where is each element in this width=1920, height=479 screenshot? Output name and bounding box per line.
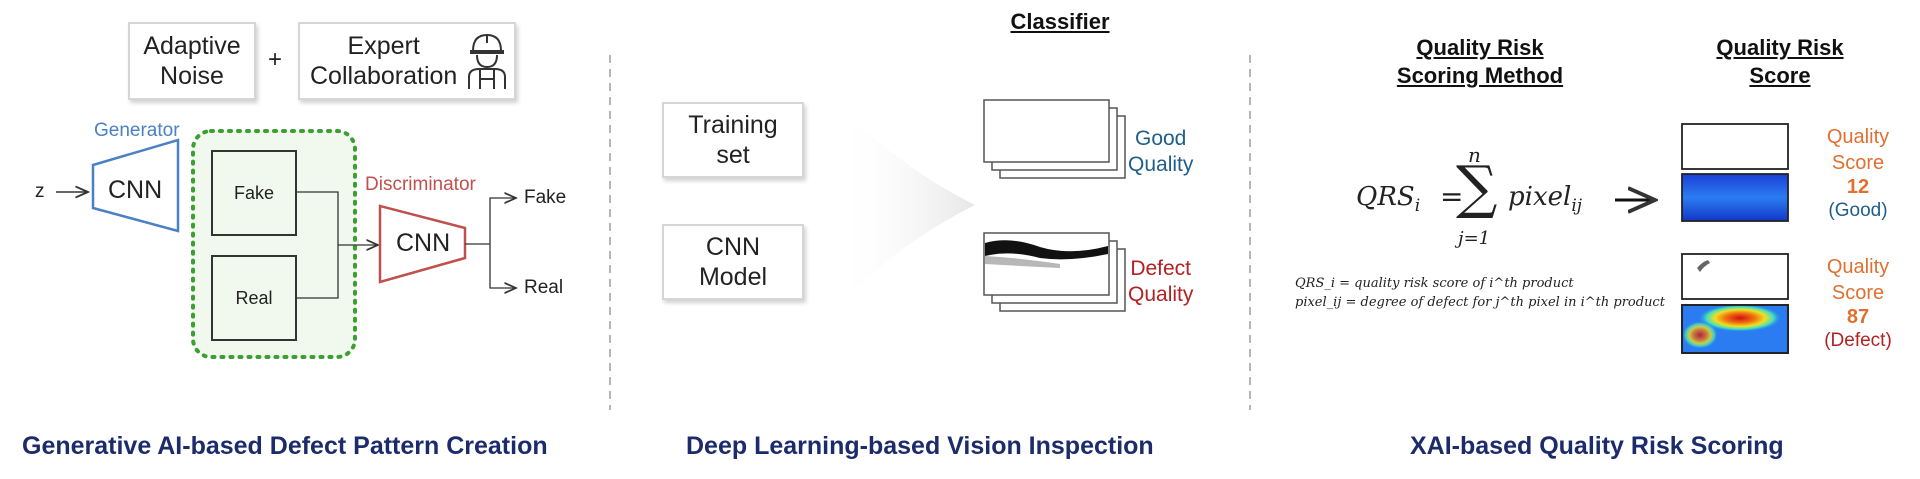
definition-qrs: QRS_i = quality risk score of i^th produ… [1295, 276, 1574, 291]
good-score-tag: (Good) [1828, 200, 1888, 221]
output-real-arrow [489, 244, 516, 288]
sum-upper-limit: n [1468, 143, 1481, 167]
discriminator-trapezoid [378, 204, 467, 284]
good-quality-label: Good Quality [1128, 127, 1194, 176]
training-set-box: Training set [662, 102, 804, 178]
adaptive-noise-box: Adaptive Noise [128, 22, 256, 100]
large-right-arrow-icon [835, 100, 975, 310]
good-score-label: Quality Score [1826, 126, 1890, 174]
generator-label: Generator [94, 120, 180, 141]
good-heatmap [1681, 173, 1789, 222]
defect-quality-image-stack [983, 232, 1126, 312]
good-score-value: 12 [1846, 176, 1870, 198]
section2-title: Deep Learning-based Vision Inspection [686, 432, 1154, 460]
good-quality-image-stack [983, 99, 1126, 179]
defect-quality-label: Defect Quality [1128, 257, 1194, 306]
defect-product-image [1681, 253, 1789, 300]
fake-connector [294, 191, 339, 245]
summation-symbol: ∑ [1456, 153, 1498, 221]
generator-cnn-label: CNN [108, 176, 163, 204]
cnn-model-box: CNN Model [662, 224, 804, 300]
plus-sign: + [268, 46, 283, 73]
z-label: z [35, 181, 45, 202]
fake-box: Fake [211, 150, 297, 236]
output-fake-arrow [489, 198, 516, 244]
discriminator-cnn-label: CNN [396, 229, 451, 257]
expert-collaboration-box: Expert Collaboration [298, 22, 516, 100]
expert-collaboration-text: Expert Collaboration [310, 32, 458, 90]
real-connector [294, 245, 339, 299]
defect-score-value: 87 [1846, 306, 1870, 328]
good-product-image [1681, 123, 1789, 170]
construction-worker-icon [465, 31, 509, 91]
section3-title: XAI-based Quality Risk Scoring [1410, 432, 1784, 460]
formula-equals: = [1440, 180, 1464, 213]
formula-rhs: pixelij [1508, 182, 1583, 217]
output-fake-label: Fake [524, 187, 567, 208]
real-box: Real [211, 255, 297, 341]
discriminator-label: Discriminator [365, 174, 476, 195]
output-real-label: Real [524, 277, 564, 298]
section1-title: Generative AI-based Defect Pattern Creat… [22, 432, 548, 460]
definition-pixel: pixel_ij = degree of defect for j^th pix… [1295, 295, 1665, 310]
sum-lower-limit: j=1 [1458, 228, 1491, 249]
scoring-method-heading: Quality Risk Scoring Method [1396, 35, 1564, 88]
defect-score-label: Quality Score [1826, 256, 1890, 304]
formula-lhs: QRSi [1356, 182, 1421, 217]
defect-score-tag: (Defect) [1824, 330, 1892, 351]
generator-trapezoid [91, 138, 180, 233]
risk-score-heading: Quality Risk Score [1716, 35, 1844, 88]
classifier-heading: Classifier [1010, 9, 1110, 34]
